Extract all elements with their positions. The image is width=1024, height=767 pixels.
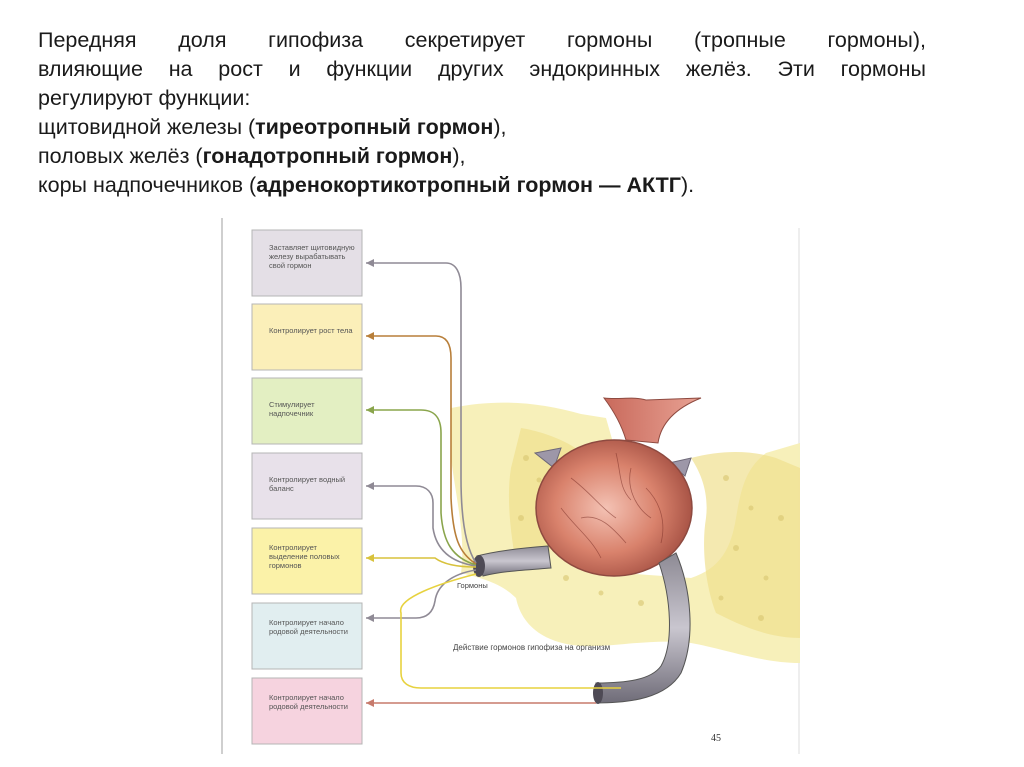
box-labor-2 xyxy=(251,677,363,745)
box-label-thyroid: Заставляет щитовидную железу вырабатыват… xyxy=(269,243,355,270)
box-label-water: Контролирует водный баланс xyxy=(269,475,346,493)
item-gonads-end: ), xyxy=(452,144,466,168)
box-labor-1 xyxy=(251,602,363,670)
page-number: 45 xyxy=(711,733,721,744)
arrowheads xyxy=(366,259,374,707)
item-gonads-text: половых желёз ( xyxy=(38,144,203,168)
box-label-sex-hormones: Контролирует выделение половых гормонов xyxy=(269,543,340,570)
pituitary-stalk xyxy=(602,397,702,444)
item-thyroid-hormone: тиреотропный гормон xyxy=(255,115,494,139)
bone-speckles xyxy=(518,455,784,621)
intro-line-1: Передняя доля гипофиза секретирует гормо… xyxy=(38,28,926,52)
list-item-gonads: половых желёз (гонадотропный гормон), xyxy=(38,142,926,171)
label-boxes xyxy=(251,229,363,745)
intro-line-2: влияющие на рост и функции других эндокр… xyxy=(38,57,926,81)
intro-line-3: регулируют функции: xyxy=(38,86,251,110)
item-thyroid-end: ), xyxy=(493,115,507,139)
box-sex-hormones xyxy=(251,527,363,595)
box-label-labor-1: Контролирует начало родовой деятельности xyxy=(269,618,348,636)
item-adrenal-end: ). xyxy=(680,173,695,197)
hormones-label: Гормоны xyxy=(457,581,488,590)
box-thyroid xyxy=(251,229,363,297)
box-label-adrenal: Стимулирует надпочечник xyxy=(269,400,315,418)
upper-tube-opening xyxy=(473,555,485,577)
bone-tissue-right xyxy=(691,452,800,638)
diagram-illustration xyxy=(221,218,800,754)
upper-output-tube xyxy=(476,545,552,577)
item-thyroid-text: щитовидной железы ( xyxy=(38,115,256,139)
hormone-arrows xyxy=(366,262,621,704)
box-adrenal xyxy=(251,377,363,445)
box-label-labor-2: Контролирует начало родовой деятельности xyxy=(269,693,348,711)
lower-tube-opening xyxy=(593,682,603,704)
pituitary-gland xyxy=(535,439,693,577)
item-adrenal-text: коры надпочечников ( xyxy=(38,173,257,197)
list-item-adrenal: коры надпочечников (адренокортикотропный… xyxy=(38,171,926,200)
gland-vessels xyxy=(560,452,664,559)
figure-caption: Действие гормонов гипофиза на организм xyxy=(453,643,611,652)
list-item-thyroid: щитовидной железы (тиреотропный гормон), xyxy=(38,113,926,142)
box-water xyxy=(251,452,363,520)
box-label-growth: Контролирует рост тела xyxy=(269,326,353,335)
item-adrenal-hormone: адренокортикотропный гормон — АКТГ xyxy=(256,173,681,197)
pituitary-diagram: Заставляет щитовидную железу вырабатыват… xyxy=(221,218,800,754)
item-gonads-hormone: гонадотропный гормон xyxy=(202,144,453,168)
box-growth xyxy=(251,303,363,371)
slide-text: Передняя доля гипофиза секретирует гормо… xyxy=(38,26,926,200)
